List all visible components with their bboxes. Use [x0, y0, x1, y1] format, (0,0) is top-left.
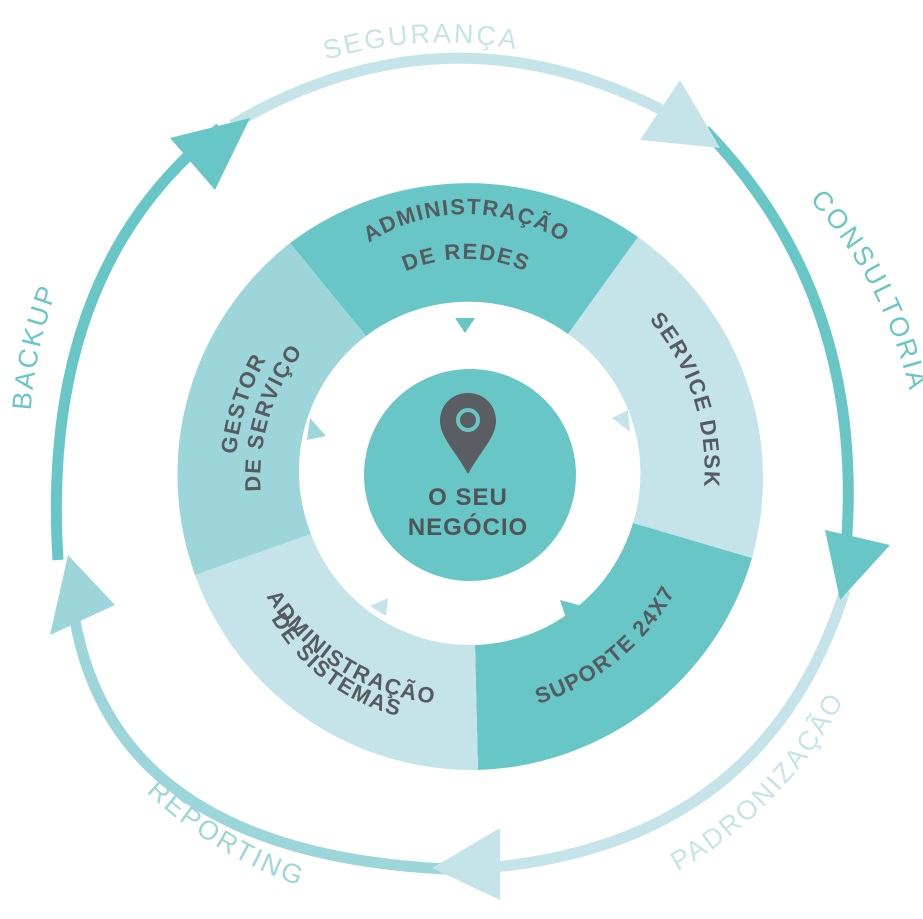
- arc-padronizacao: [449, 588, 851, 876]
- notch-sistemas: [370, 598, 388, 616]
- arrow-head-right: [825, 530, 890, 600]
- services-ring: [177, 183, 764, 771]
- outer-cycle: [50, 52, 854, 876]
- arc-consultoria: [701, 126, 854, 561]
- notch-gestor: [307, 418, 326, 440]
- cycle-arrowheads: [50, 80, 890, 900]
- label-consultoria: CONSULTORIA: [805, 184, 923, 394]
- center-label-line2: NEGÓCIO: [408, 513, 528, 541]
- arrow-head-top-right: [640, 80, 720, 148]
- segment-administracao-redes: [290, 183, 638, 336]
- arc-seguranca: [229, 52, 698, 133]
- label-padronizacao: PADRONIZAÇÃO: [665, 687, 850, 877]
- segment-suporte: [475, 523, 752, 770]
- center-circle: [364, 369, 576, 581]
- segment-gestor-servico: [177, 243, 366, 575]
- center-label-line1: O SEU: [428, 484, 508, 511]
- notch-suporte: [560, 600, 582, 618]
- label-backup: BACKUP: [7, 280, 63, 411]
- notch-service-desk: [612, 410, 630, 432]
- segment-administracao-sistemas: [195, 534, 478, 771]
- label-reporting: REPORTING: [142, 774, 309, 892]
- arc-reporting: [64, 579, 471, 876]
- segment-service-desk: [568, 237, 764, 558]
- notch-redes: [455, 318, 475, 333]
- arrow-head-top-left: [170, 118, 250, 190]
- arc-backup: [50, 123, 224, 561]
- arrow-head-bottom: [432, 828, 500, 900]
- arrow-head-left: [50, 555, 115, 635]
- location-pin-icon: [440, 393, 496, 474]
